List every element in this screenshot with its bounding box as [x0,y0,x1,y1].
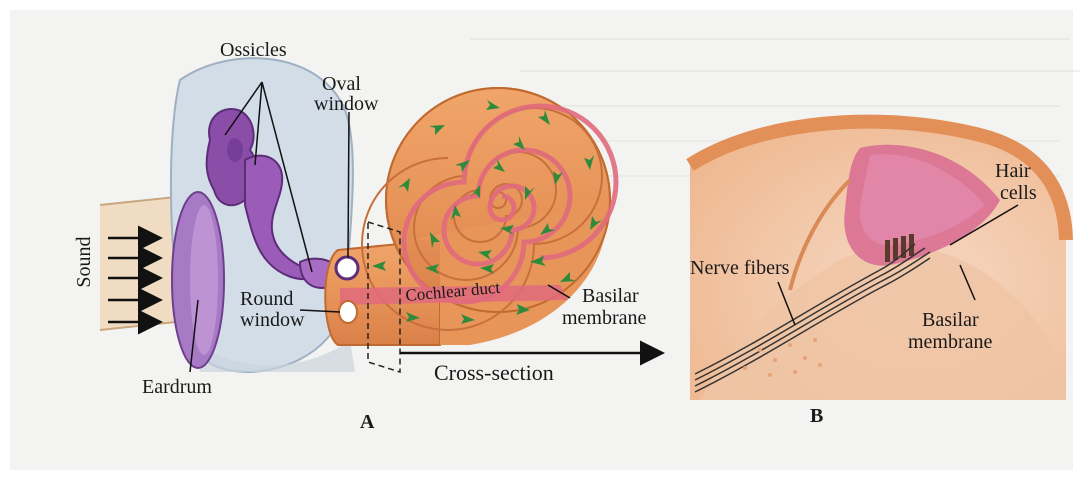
top-border [0,0,1083,10]
round-window-label-line1: Round [240,288,293,310]
oval-window-label-line1: Oval [322,73,361,95]
oval-window-opening [336,257,358,279]
eardrum-label: Eardrum [142,376,212,398]
ossicles-label: Ossicles [220,39,287,61]
left-border [0,0,10,481]
oval-window-label-line2: window [314,93,379,115]
right-border [1073,0,1083,481]
basilar-membrane-b-label-line1: Basilar [922,309,979,331]
round-window-opening [339,301,357,323]
cross-section-label: Cross-section [434,360,554,385]
sound-label: Sound [73,236,95,287]
basilar-membrane-a-label-line1: Basilar [582,285,639,307]
panel-b-label: B [810,405,823,427]
bottom-border [0,470,1083,481]
round-window-label-line2: window [240,309,305,331]
hair-cells-label-line1: Hair [995,160,1031,182]
panel-a-label: A [360,411,375,433]
basilar-membrane-a-label-line2: membrane [562,307,647,329]
nerve-fibers-label: Nerve fibers [690,257,790,279]
basilar-membrane-b-label-line2: membrane [908,331,993,353]
hair-cells-label-line2: cells [1000,182,1037,204]
